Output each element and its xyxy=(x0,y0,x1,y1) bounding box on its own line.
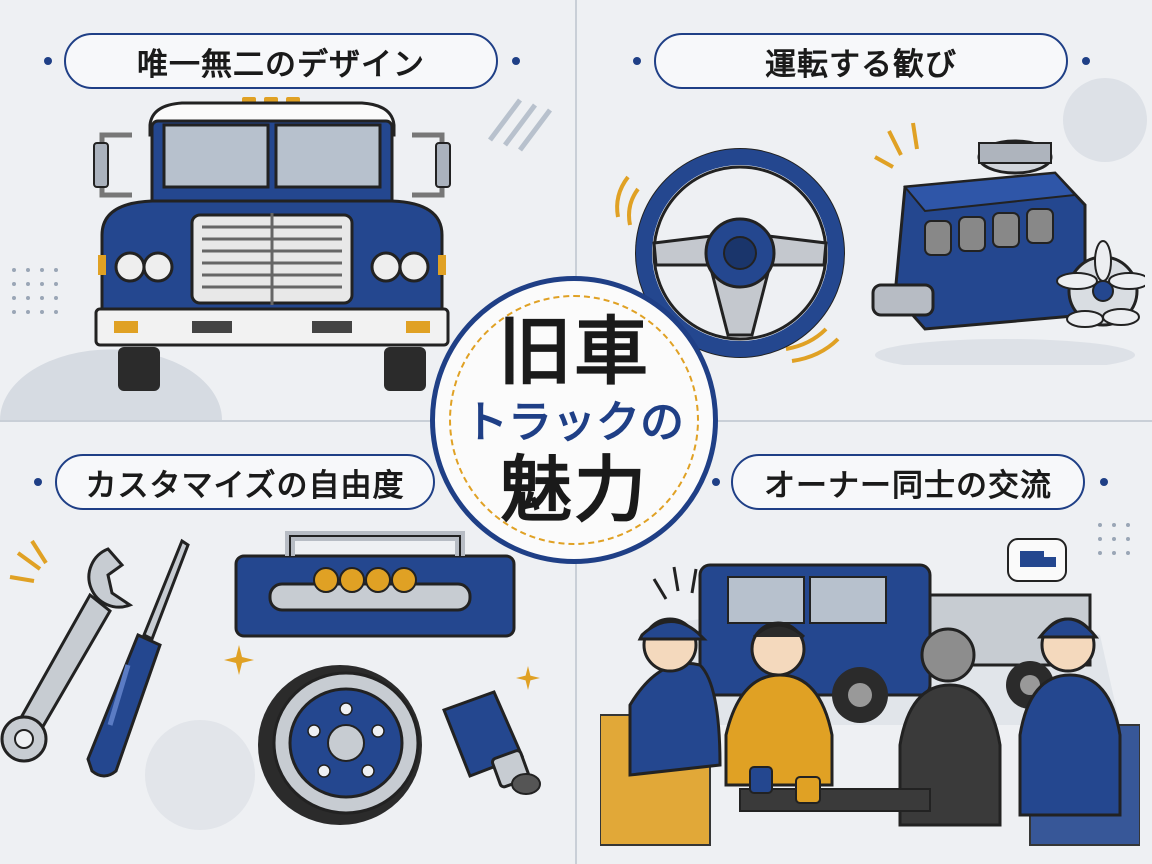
wrench-icon xyxy=(0,539,134,763)
label-dot-left xyxy=(712,478,720,486)
truck-front-illustration xyxy=(93,97,451,391)
label-dot-left xyxy=(34,478,42,486)
label-dot-right xyxy=(1100,478,1108,486)
dashed-ring xyxy=(449,295,699,545)
panel-label-customization: カスタマイズの自由度 xyxy=(55,454,435,510)
panel-label-design: 唯一無二のデザイン xyxy=(64,33,498,89)
label-dot-left xyxy=(633,57,641,65)
steering-wheel-illustration xyxy=(615,148,845,363)
sparkle-icon xyxy=(516,666,540,690)
engine-illustration xyxy=(871,122,1145,365)
bumper-with-lights-illustration xyxy=(234,531,516,638)
sparkle-icon xyxy=(224,645,254,675)
panel-label-owner-exchange: オーナー同士の交流 xyxy=(731,454,1085,510)
label-dot-right xyxy=(512,57,520,65)
center-title-badge: 旧車 トラックの 魅力 xyxy=(430,276,718,564)
muffler-illustration xyxy=(442,690,541,795)
label-dot-left xyxy=(44,57,52,65)
label-dot-right xyxy=(1082,57,1090,65)
screwdriver-icon xyxy=(86,538,190,778)
panel-label-driving-joy: 運転する歓び xyxy=(654,33,1068,89)
alloy-wheel-illustration xyxy=(258,665,422,825)
owners-gathering-illustration xyxy=(600,538,1140,846)
